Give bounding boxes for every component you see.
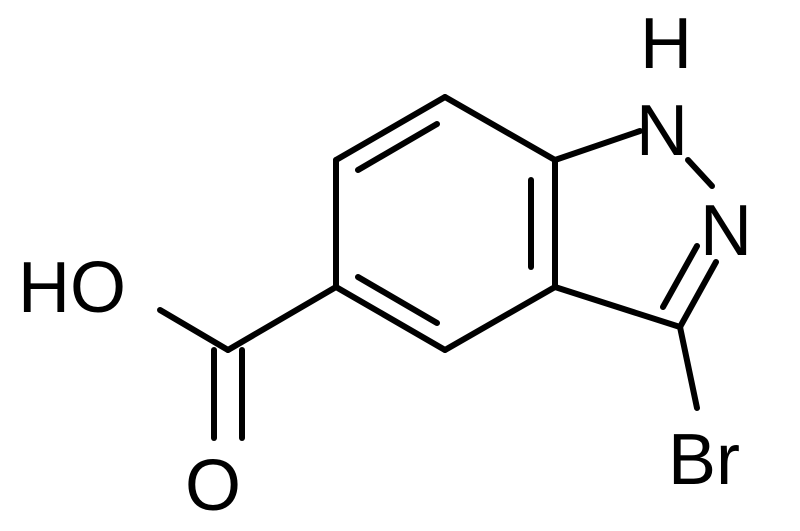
pyrazole-ring [552,128,719,330]
atom-label-n1: N [636,91,688,171]
bond-c7-c6 [333,94,448,163]
substituents [157,284,700,441]
bond-n2-c3-double [660,243,700,310]
bond-n2-c3 [677,259,719,330]
bond-c3-c3a [552,284,683,330]
atom-label-h: H [640,4,692,84]
bond-c4-c3a [442,284,558,353]
double-bond-inner-1 [355,121,440,173]
bond-c5-cooh [225,284,339,353]
benzene-ring [333,94,558,353]
bond-c5-c4 [333,284,448,353]
double-bond-inner-2 [355,274,440,326]
bond-c-oh [157,307,231,353]
atom-label-n2: N [700,191,752,271]
atom-label-o: O [185,446,241,526]
bond-n1-n2 [685,157,715,189]
bond-c7a-n1 [552,128,643,163]
bond-c3-br [677,324,700,411]
atom-label-ho: HO [18,248,126,328]
bond-c7a-c7 [442,94,558,163]
atom-label-br: Br [668,420,740,500]
